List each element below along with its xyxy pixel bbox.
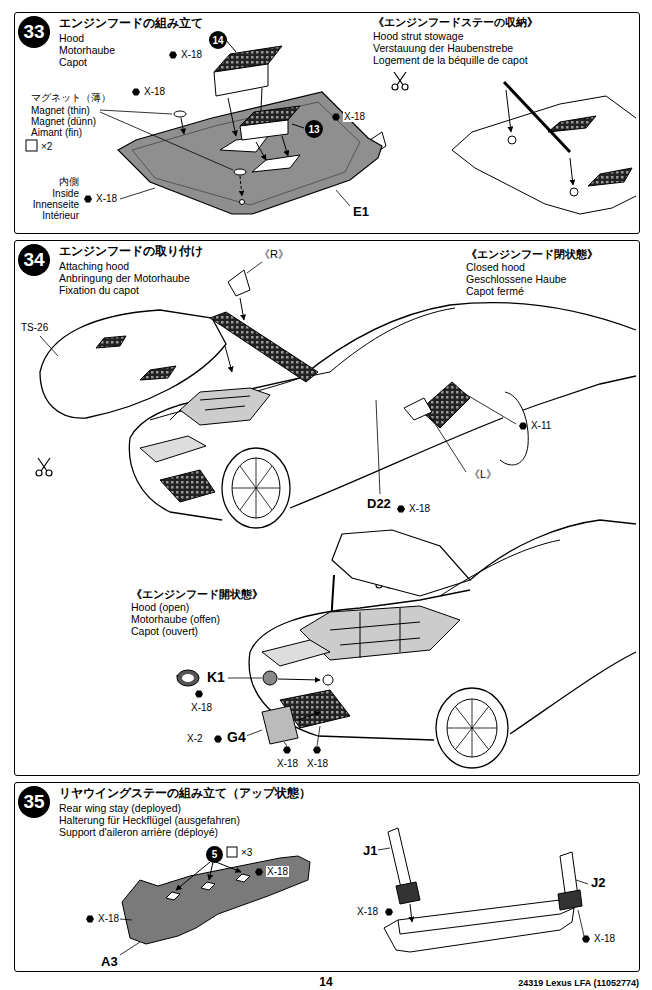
- paint-code: TS-26: [20, 322, 49, 333]
- paint-code: X-18: [306, 758, 329, 769]
- step-heading-translation: Hood: [59, 33, 84, 45]
- step-heading: リヤウイングステーの組み立て（アップ状態）: [59, 787, 311, 800]
- callout-number: 34: [23, 250, 44, 271]
- paint-code: X-18: [408, 503, 431, 514]
- paint-code: X-18: [143, 86, 166, 97]
- instruction-heading: Verstauung der Haubenstrebe: [372, 43, 514, 55]
- callout-number: 13: [308, 124, 319, 135]
- step-number: 34: [18, 244, 50, 276]
- paint-code: X-18: [276, 758, 299, 769]
- paint-code: X-11: [530, 420, 552, 431]
- part-label: K1: [206, 670, 226, 685]
- instruction-heading: 《エンジンフード閉状態》: [465, 248, 599, 260]
- paint-code: X-18: [190, 702, 213, 713]
- part-label: Magnet (dünn): [30, 116, 97, 127]
- step-panel: リヤウイングステーの組み立て（アップ状態） Rear wing stay (dep…: [14, 782, 640, 972]
- step-heading-translation: Rear wing stay (deployed): [59, 803, 181, 815]
- part-label: Aimant (fin): [30, 127, 83, 138]
- step-panel: エンジンフードの取り付け Attaching hoodAnbringung der…: [14, 240, 640, 776]
- instruction-heading: Capot fermé: [465, 286, 525, 298]
- part-number-circle: 13: [305, 120, 323, 138]
- note: Innenseite: [32, 199, 80, 210]
- step-heading-translation: Attaching hood: [59, 261, 129, 273]
- instruction-heading: Closed hood: [465, 262, 526, 274]
- step-heading-translation: Halterung für Heckflügel (ausgefahren): [59, 815, 240, 827]
- instruction-heading: Hood (open): [130, 602, 190, 614]
- note: 内側: [58, 176, 80, 187]
- paint-code: X-18: [95, 193, 118, 204]
- quantity-mark: ×3: [240, 847, 253, 858]
- kit-code: 24319 Lexus LFA (11052774): [517, 979, 640, 989]
- step-heading-translation: Motorhaube: [59, 45, 115, 57]
- instruction-heading: Capot (ouvert): [130, 626, 199, 638]
- part-label: A3: [100, 955, 119, 969]
- note: Inside: [51, 188, 80, 199]
- part-label: E1: [352, 205, 370, 219]
- part-label: J2: [590, 876, 606, 890]
- step-heading: エンジンフードの組み立て: [59, 17, 203, 30]
- page-number: 14: [318, 976, 333, 989]
- part-label: J1: [362, 844, 378, 858]
- part-number-circle: 14: [209, 31, 227, 49]
- callout-number: 35: [23, 792, 44, 813]
- step-heading-translation: Capot: [59, 57, 87, 69]
- paint-code: X-18: [356, 906, 379, 917]
- paint-code: X-18: [343, 111, 366, 122]
- side-mark: 《R》: [258, 248, 290, 260]
- callout-number: 14: [212, 35, 223, 46]
- part-label: Magnet (thin): [30, 105, 91, 116]
- paint-code: X-18: [180, 49, 203, 60]
- paint-code: X-18: [97, 913, 120, 924]
- step-heading-translation: Support d'aileron arrière (déployé): [59, 827, 218, 839]
- step-heading: エンジンフードの取り付け: [59, 245, 203, 258]
- part-label: G4: [226, 730, 247, 745]
- instruction-heading: Geschlossene Haube: [465, 274, 567, 286]
- instruction-heading: Logement de la béquille de capot: [372, 55, 529, 67]
- callout-number: 33: [23, 22, 44, 43]
- step-heading-translation: Fixation du capot: [59, 285, 139, 297]
- part-label: マグネット（薄）: [30, 92, 112, 103]
- instruction-heading: 《エンジンフード開状態》: [130, 588, 264, 600]
- step-number: 33: [18, 16, 50, 48]
- part-label: D22: [366, 497, 392, 511]
- side-mark: 《L》: [468, 468, 498, 480]
- instruction-heading: Hood strut stowage: [372, 31, 464, 43]
- note: Intérieur: [41, 210, 80, 221]
- callout-number: 5: [212, 849, 218, 860]
- quantity-mark: ×2: [40, 141, 53, 152]
- part-number-circle: 5: [206, 846, 223, 863]
- instruction-heading: 《エンジンフードステーの収納》: [372, 16, 539, 28]
- instruction-heading: Motorhaube (offen): [130, 614, 221, 626]
- step-number: 35: [18, 786, 50, 818]
- paint-code: X-18: [266, 866, 289, 877]
- paint-code: X-18: [593, 933, 616, 944]
- paint-code: X-2: [186, 733, 204, 744]
- step-heading-translation: Anbringung der Motorhaube: [59, 273, 190, 285]
